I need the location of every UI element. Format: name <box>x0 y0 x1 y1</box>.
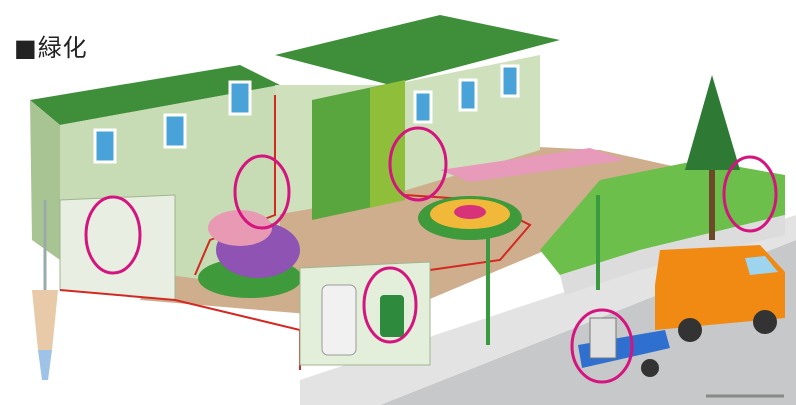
window <box>165 115 185 147</box>
basement-room-left <box>60 195 175 300</box>
window <box>460 80 476 110</box>
water-tank <box>322 285 356 355</box>
window <box>230 82 250 114</box>
tree-trunk <box>709 170 715 240</box>
flower-bed-center <box>454 205 486 219</box>
window <box>95 130 115 162</box>
vertical-green-wall-accent <box>370 80 405 208</box>
root-probe <box>32 290 58 350</box>
van-wheel <box>678 318 702 342</box>
conifer-tree <box>685 75 740 170</box>
root-probe-tip <box>38 350 52 380</box>
window <box>415 92 431 122</box>
window <box>502 66 518 96</box>
trailer-wheel <box>641 359 659 377</box>
van-wheel <box>753 310 777 334</box>
trailer-equipment <box>590 318 616 358</box>
green-filter-unit <box>380 295 404 337</box>
